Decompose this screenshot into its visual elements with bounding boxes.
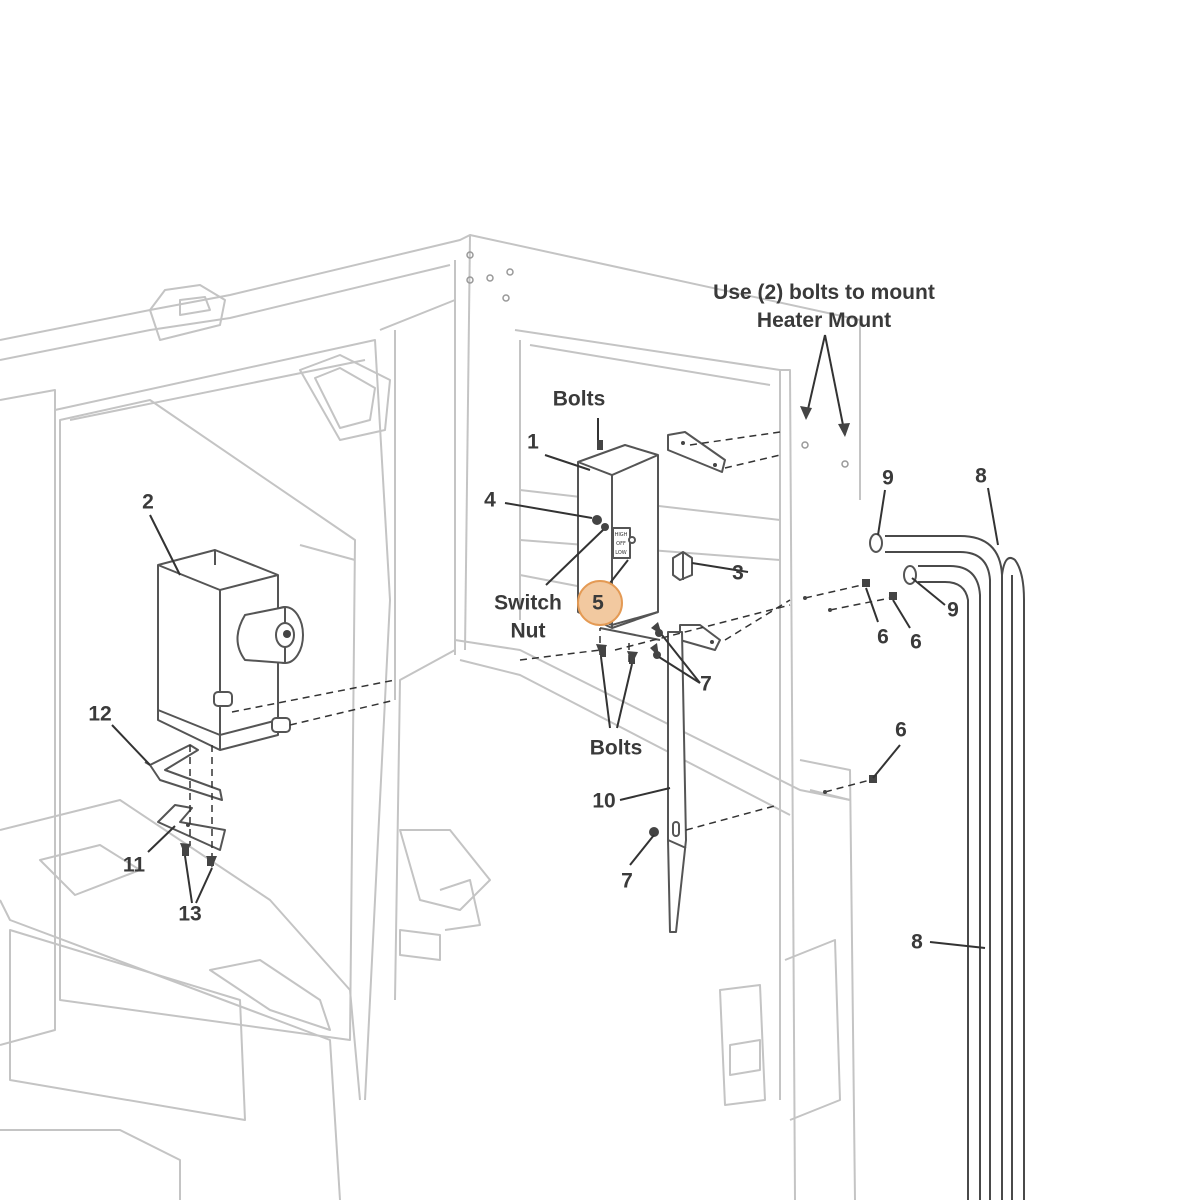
arrowheads [180, 406, 850, 868]
label-part-2: 2 [142, 490, 154, 514]
label-part-8a: 8 [975, 464, 987, 488]
label-part-7b: 7 [621, 869, 633, 893]
label-part-1: 1 [527, 430, 539, 454]
plate-11 [157, 804, 226, 851]
bolt-6c [869, 775, 877, 783]
bracket-12 [144, 744, 223, 801]
note-line-1: Use (2) bolts to mount [713, 281, 935, 304]
label-part-13: 13 [178, 902, 202, 926]
label-part-6a: 6 [877, 625, 889, 649]
label-part-6b: 6 [910, 630, 922, 654]
heater-mount-note: Use (2) bolts to mount Heater Mount [713, 279, 935, 335]
label-switch: Switch [494, 591, 562, 615]
part-5-callout-circle [577, 580, 623, 626]
hoses-8 [885, 535, 1025, 1200]
label-part-8b: 8 [911, 930, 923, 954]
label-nut: Nut [510, 619, 546, 643]
leader-lines [111, 334, 999, 949]
label-part-12: 12 [88, 702, 112, 726]
clip-3 [672, 551, 693, 581]
nut-4 [592, 515, 602, 525]
switch-nut [601, 523, 609, 531]
top-bolt [597, 440, 603, 450]
label-bolts-top: Bolts [552, 387, 606, 411]
label-part-6c: 6 [895, 718, 907, 742]
label-part-4: 4 [484, 488, 496, 512]
switch-panel-low: LOW [615, 550, 627, 556]
label-part-9a: 9 [882, 466, 894, 490]
label-bolts-bottom: Bolts [589, 736, 643, 760]
heater-unit [157, 549, 304, 751]
switch-panel-off: OFF [616, 541, 626, 547]
bolt-6a [862, 579, 870, 587]
hose-clamps-9 [869, 533, 917, 585]
bolt-6b [889, 592, 897, 600]
label-part-11: 11 [122, 853, 146, 877]
label-part-3: 3 [732, 561, 744, 585]
nut-7c [649, 827, 659, 837]
switch-panel-high: HIGH [615, 532, 628, 538]
cab-frame [0, 234, 861, 1200]
label-part-9b: 9 [947, 598, 959, 622]
label-part-5: 5 [592, 591, 604, 615]
label-part-10: 10 [592, 789, 616, 813]
label-part-7a: 7 [700, 672, 712, 696]
support-bar-10 [667, 631, 687, 933]
note-line-2: Heater Mount [756, 309, 892, 332]
